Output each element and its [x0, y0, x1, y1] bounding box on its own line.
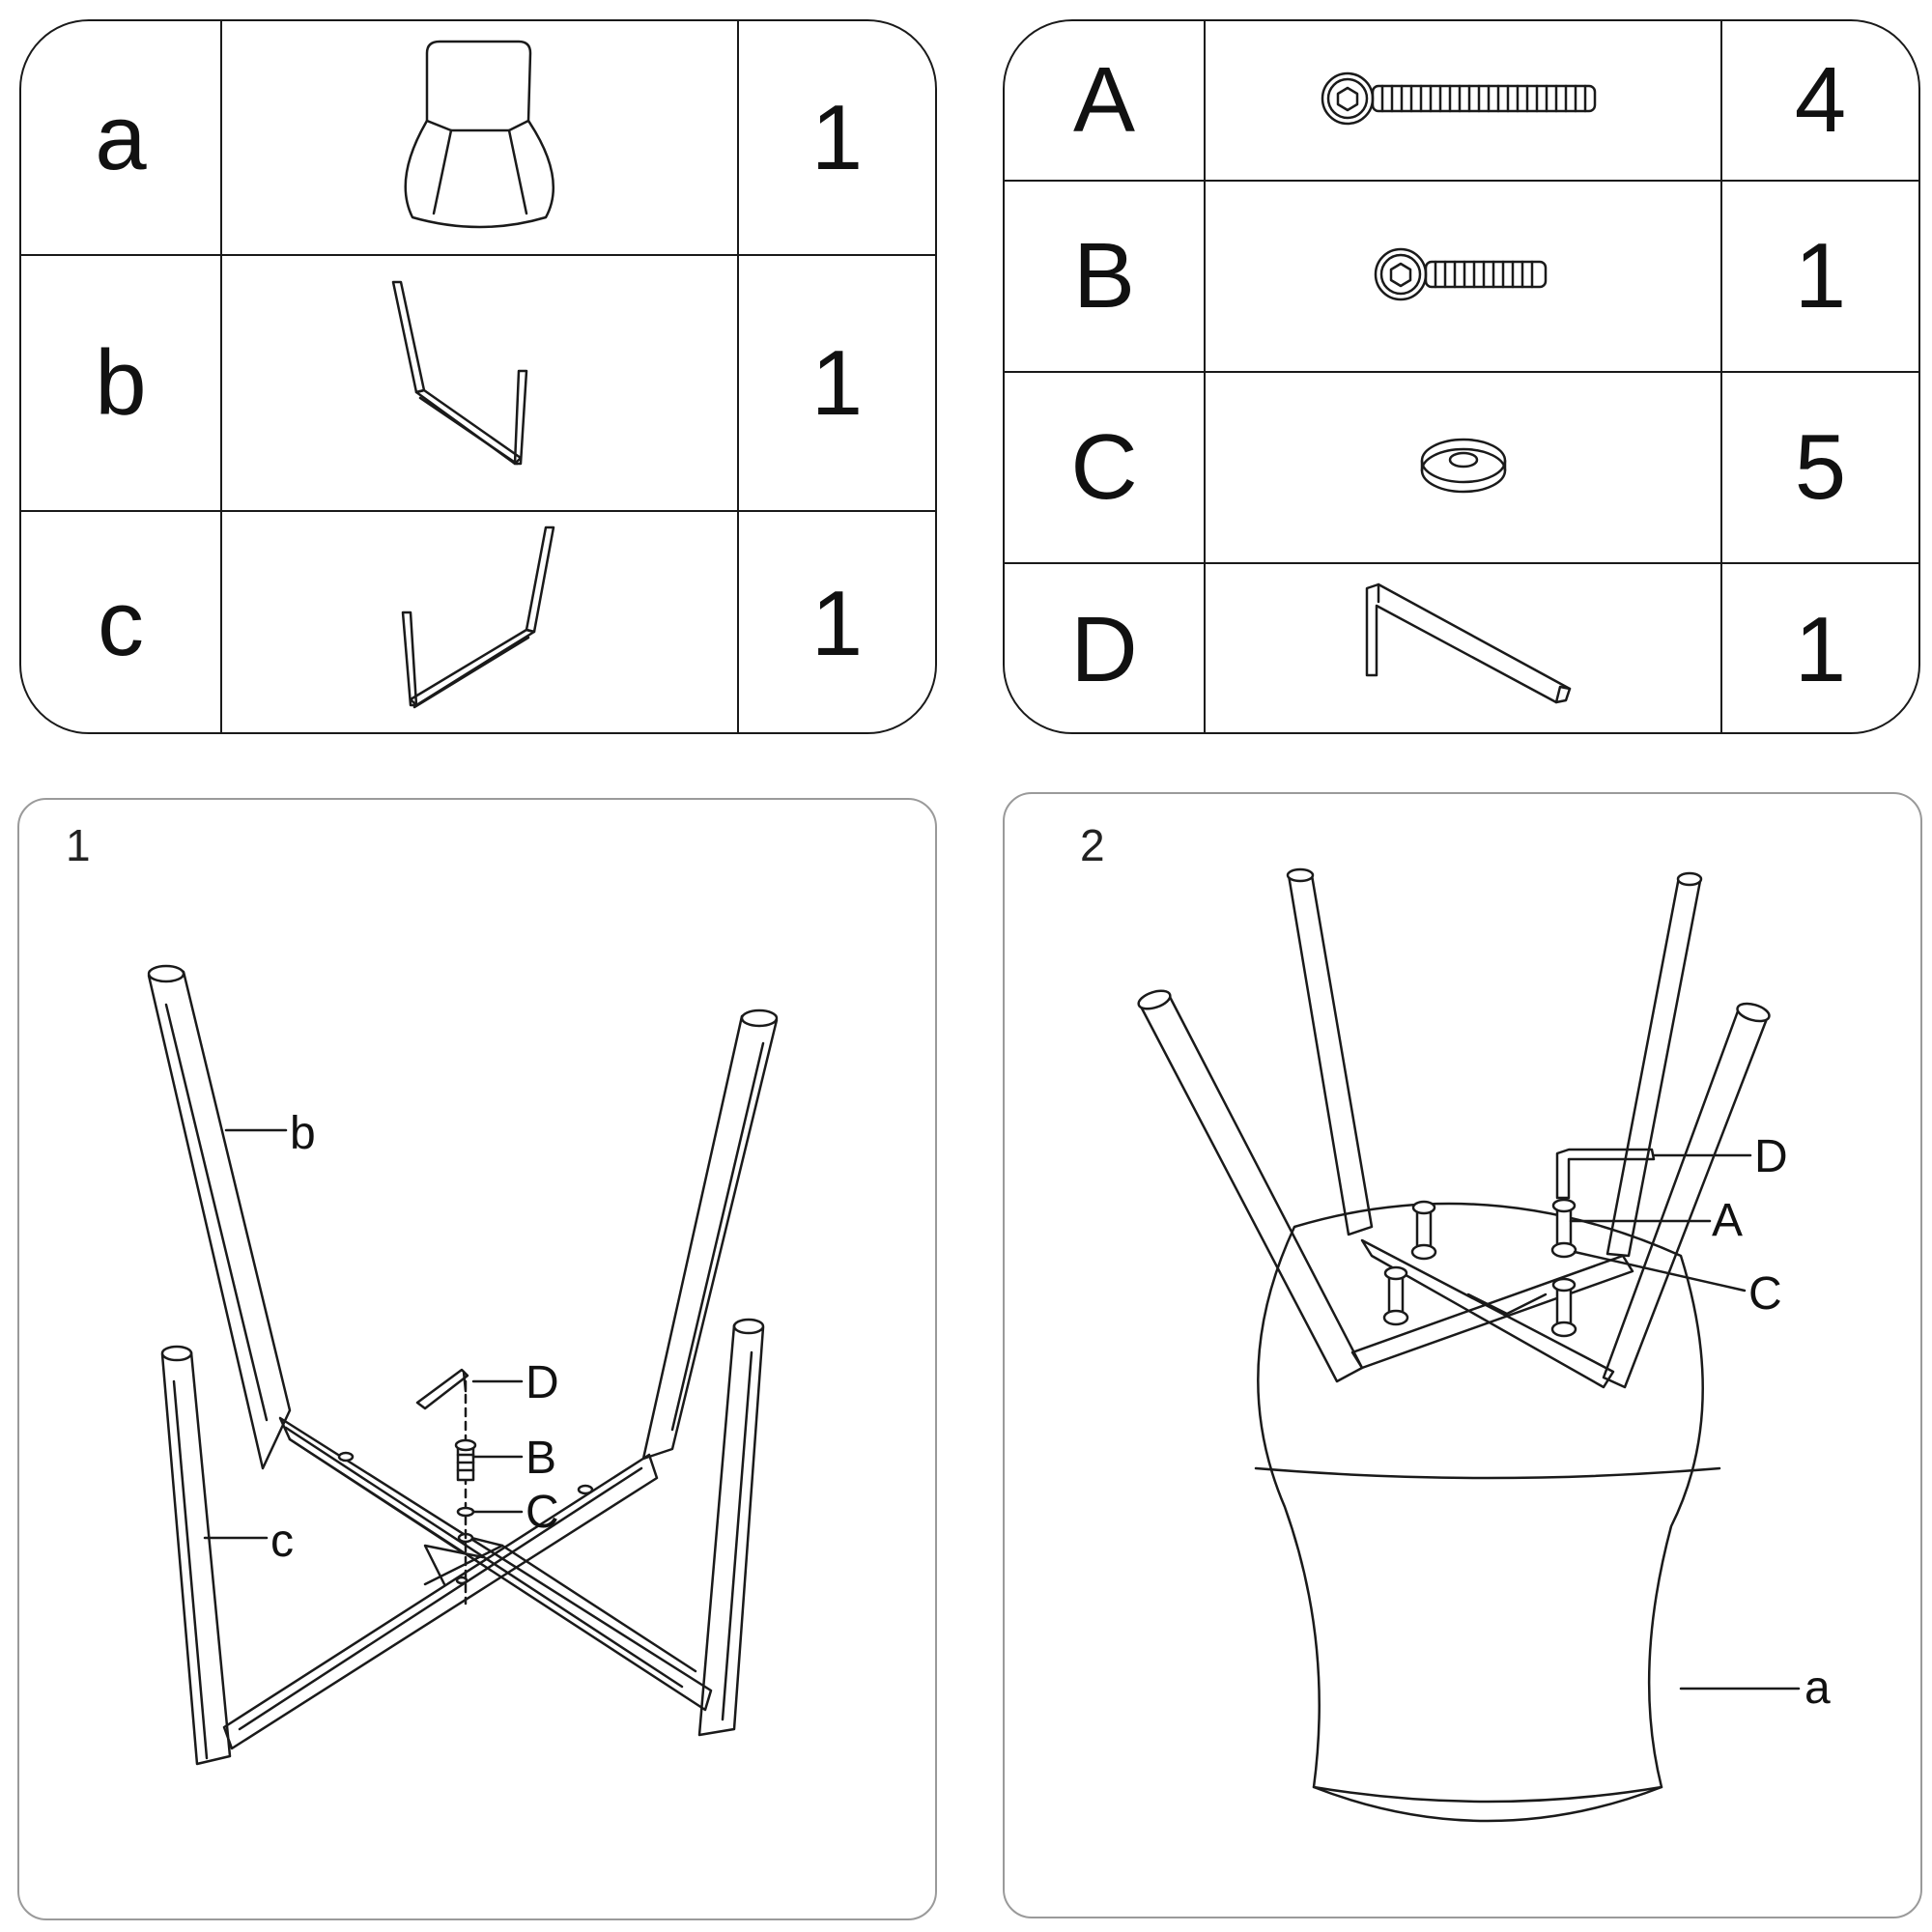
part-qty: 1 — [1794, 598, 1847, 701]
part-qty: 1 — [810, 85, 864, 189]
step-number: 1 — [66, 820, 91, 870]
crossbar-1 — [1360, 1238, 1615, 1389]
crossbar-b — [278, 1416, 713, 1712]
step1-label-c: c — [270, 1516, 294, 1567]
part-letter: B — [1072, 224, 1136, 327]
step2-label-D: D — [1754, 1131, 1788, 1182]
part-letter: a — [95, 85, 147, 189]
leg-frame-c-icon — [401, 526, 554, 708]
leg-b-right — [641, 1014, 779, 1461]
step-2-panel: 2 — [1003, 792, 1922, 1918]
part-letter: c — [98, 572, 144, 675]
part-row-D: D 1 — [1005, 562, 1918, 732]
long-bolt-icon — [1321, 71, 1596, 125]
part-letter: D — [1070, 598, 1138, 701]
step1-label-b: b — [290, 1108, 316, 1159]
part-row-C: C 5 — [1005, 371, 1918, 564]
part-letter: A — [1072, 48, 1136, 152]
part-qty: 1 — [1794, 224, 1847, 327]
washer-C — [456, 1506, 475, 1518]
leg-c — [160, 1350, 232, 1766]
step2-label-a: a — [1804, 1662, 1831, 1714]
leg-c-right — [697, 1323, 765, 1737]
parts-table-frames: a 1 b 1 c — [19, 19, 937, 734]
part-row-c: c 1 — [21, 510, 935, 732]
parts-table-hardware: A 4 B — [1003, 19, 1920, 734]
short-bolt-icon — [1374, 247, 1547, 300]
part-letter: C — [1070, 415, 1138, 519]
washer-icon — [1420, 438, 1506, 493]
part-qty: 5 — [1794, 415, 1847, 519]
step2-label-C: C — [1748, 1268, 1782, 1320]
leg-frame-b-icon — [391, 280, 527, 466]
part-row-a: a 1 — [21, 21, 935, 256]
part-row-b: b 1 — [21, 254, 935, 512]
part-row-B: B 1 — [1005, 180, 1918, 373]
crossbar-c — [222, 1453, 659, 1750]
part-qty: 1 — [810, 330, 864, 435]
crossbar-2 — [1350, 1254, 1634, 1370]
part-qty: 4 — [1794, 48, 1847, 152]
seat-icon — [403, 40, 554, 229]
part-qty: 1 — [810, 572, 864, 675]
step2-label-A: A — [1712, 1195, 1744, 1246]
allen-key-D — [415, 1368, 469, 1410]
step1-label-D: D — [526, 1357, 559, 1408]
step1-label-B: B — [526, 1433, 557, 1484]
part-row-A: A 4 — [1005, 21, 1918, 182]
allen-key-D2 — [1555, 1148, 1656, 1200]
part-letter: b — [95, 330, 147, 435]
step1-label-C: C — [526, 1487, 559, 1538]
step-number: 2 — [1080, 820, 1105, 870]
allen-key-icon — [1365, 582, 1571, 703]
